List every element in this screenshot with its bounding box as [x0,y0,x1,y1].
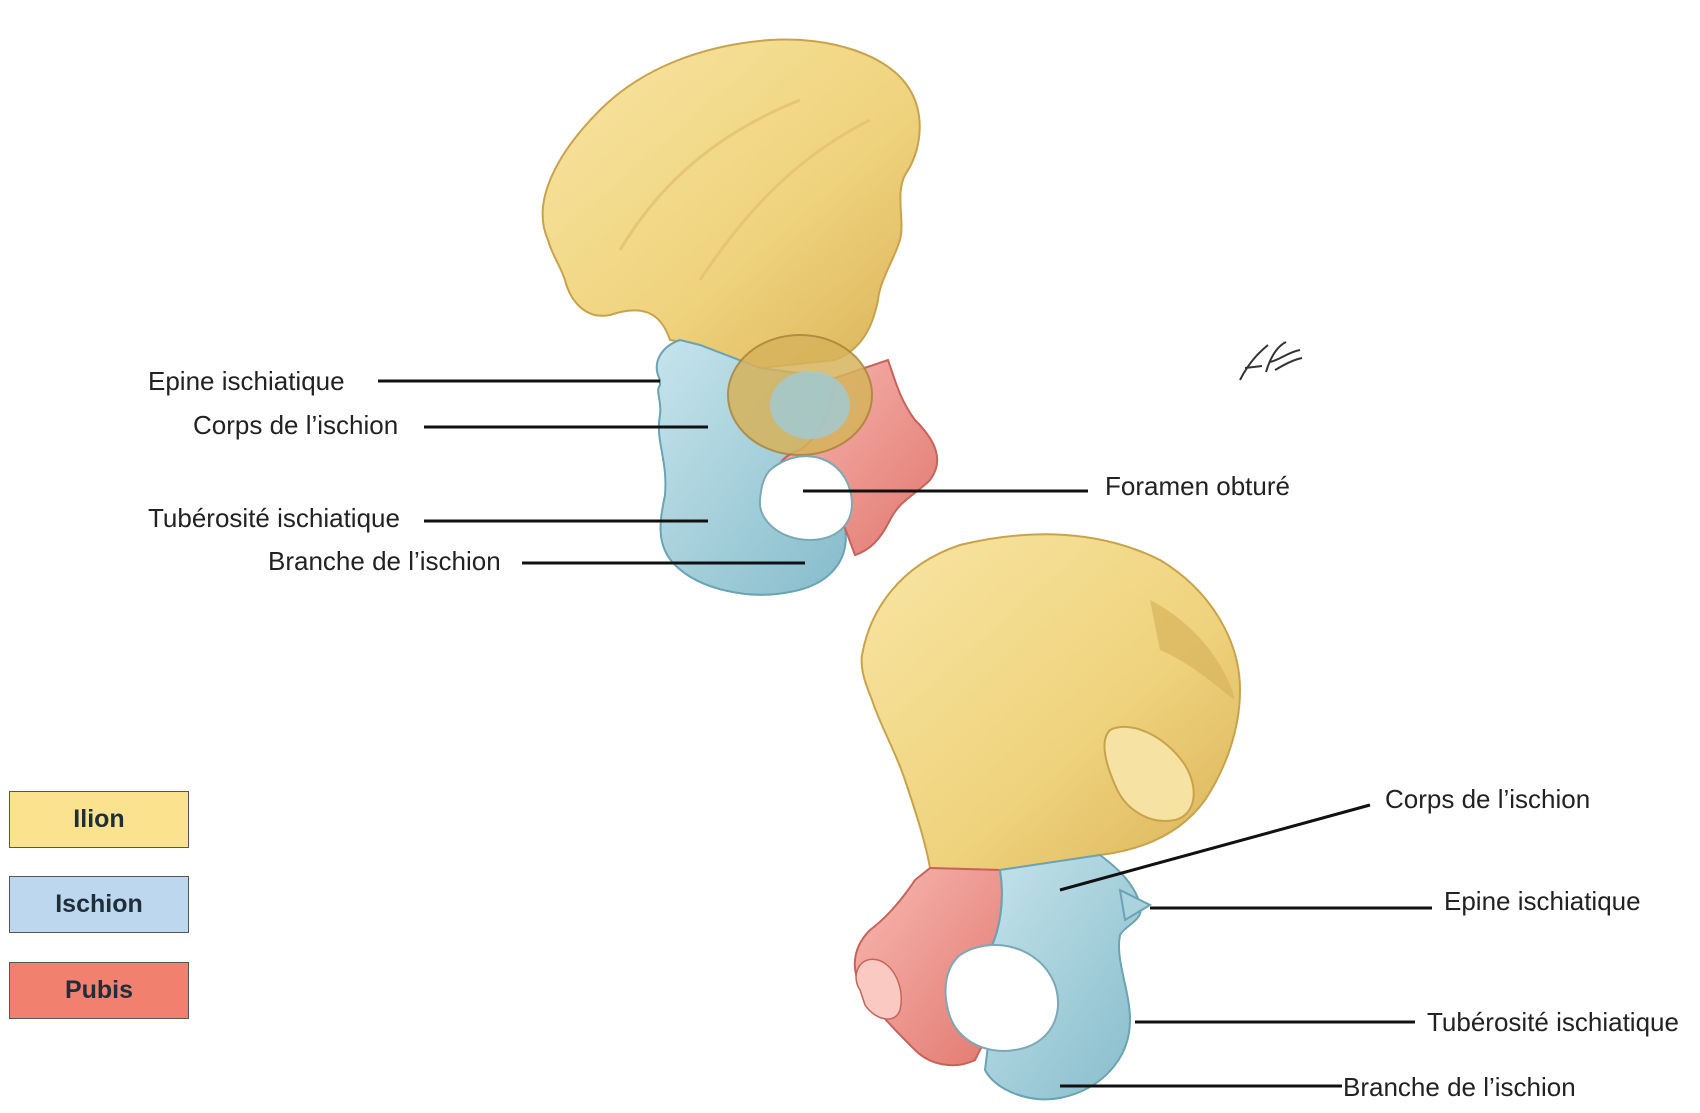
legend-ischion: Ischion [9,876,189,933]
label-branche-top: Branche de l’ischion [268,546,501,576]
legend-ilion-label: Ilion [73,805,124,834]
hip-bone-medial-view [855,534,1240,1099]
label-epine-bottom: Epine ischiatique [1444,886,1641,916]
obturator-foramen-top [760,456,852,540]
ilion-region-bottom [862,534,1240,870]
legend-pubis: Pubis [9,962,189,1019]
acetabulum-fossa-top [770,371,850,439]
legend-pubis-label: Pubis [65,976,133,1005]
legend-ilion: Ilion [9,791,189,848]
label-corps-top: Corps de l’ischion [193,410,398,440]
ilion-region-top [543,39,920,368]
label-tuberosite-top: Tubérosité ischiatique [148,503,400,533]
legend-ischion-label: Ischion [55,890,143,919]
label-epine-top: Epine ischiatique [148,366,345,396]
label-tuberosite-bottom: Tubérosité ischiatique [1427,1007,1679,1037]
label-foramen-top: Foramen obturé [1105,471,1290,501]
hip-bone-lateral-view [543,39,938,594]
label-branche-bottom: Branche de l’ischion [1343,1072,1576,1102]
label-corps-bottom: Corps de l’ischion [1385,784,1590,814]
artist-signature [1240,342,1302,380]
